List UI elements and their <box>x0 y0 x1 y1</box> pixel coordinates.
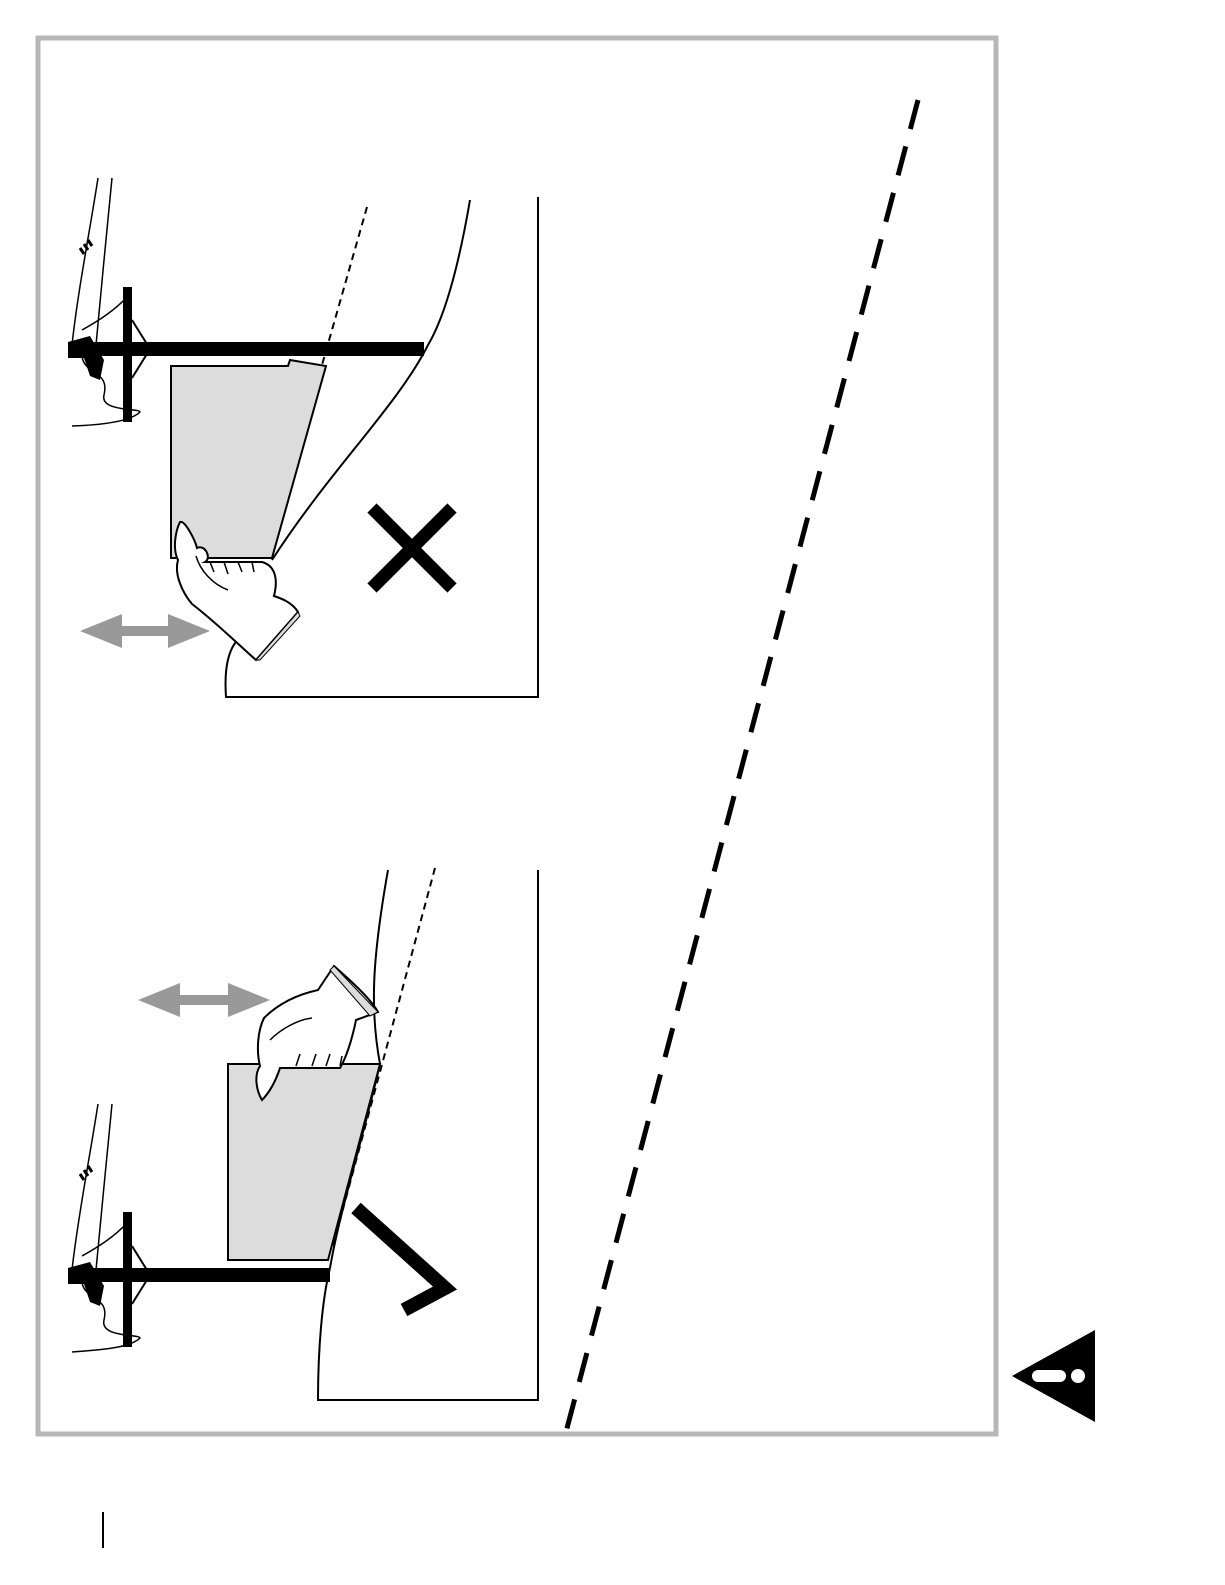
rod-bracket <box>123 1212 132 1347</box>
rod-bracket <box>123 287 132 422</box>
check-mark-icon <box>356 1208 445 1310</box>
panel-incorrect <box>68 178 538 697</box>
figure-frame <box>38 38 996 1434</box>
dashed-divider <box>566 100 918 1432</box>
cross-mark-icon <box>372 508 452 588</box>
curtain-rod-icon <box>68 1268 330 1282</box>
fold-line <box>333 868 435 1246</box>
vacuum-hose <box>72 178 112 345</box>
curtain-rod-icon <box>68 342 424 356</box>
hook-wire <box>82 1222 128 1256</box>
hook-wire <box>82 296 128 330</box>
vacuum-hose <box>72 1104 112 1270</box>
paper-sheet-icon <box>228 1064 380 1260</box>
panel-correct <box>68 868 538 1400</box>
page-footer-rule <box>102 1512 104 1548</box>
paper-sheet-icon <box>171 360 326 558</box>
warning-triangle-icon <box>1012 1330 1095 1422</box>
double-arrow-icon <box>80 614 210 648</box>
double-arrow-icon <box>138 983 270 1017</box>
fold-line <box>322 207 367 365</box>
